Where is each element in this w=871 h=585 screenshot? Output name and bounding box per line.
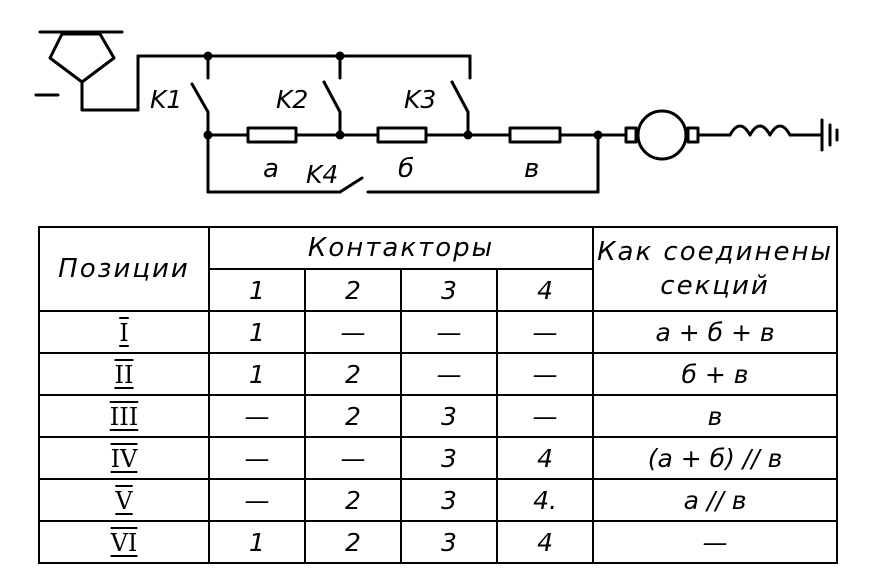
contactor-cell: — [495, 394, 595, 438]
contactor-cell: 2 [304, 352, 402, 396]
header-contactor-4: 4 [495, 268, 595, 312]
contactor-cell: 1 [208, 310, 306, 354]
position-cell: V [38, 478, 210, 522]
connection-cell: (а + б) // в [592, 436, 839, 480]
label-k4: K4 [306, 160, 338, 189]
contactor-cell: 4. [495, 478, 595, 522]
contactor-k3-switch [450, 80, 470, 137]
top-bus [136, 54, 472, 80]
contactor-cell: 1 [208, 352, 306, 396]
table-row: IV — — 3 4 (а + б) // в [38, 436, 839, 480]
field-coil-icon [728, 124, 792, 137]
pantograph-icon [34, 30, 140, 112]
contactor-cell: — [208, 394, 306, 438]
resistor-v [508, 126, 562, 144]
connection-cell: а // в [592, 478, 839, 522]
contactor-k1-switch [190, 82, 210, 137]
contactor-cell: 2 [304, 520, 402, 564]
contactor-cell: 4 [495, 436, 595, 480]
contactor-cell: 3 [400, 436, 498, 480]
contactor-cell: 2 [304, 394, 402, 438]
label-k1: K1 [150, 85, 182, 114]
table-row: VI 1 2 3 4 — [38, 520, 839, 564]
connection-cell: — [592, 520, 839, 564]
contactor-k2-switch [322, 80, 342, 137]
ground-icon [820, 118, 839, 152]
motor-icon [624, 109, 700, 161]
header-contactor-3: 3 [400, 268, 498, 312]
contactor-cell: 3 [400, 478, 498, 522]
table-row: II 1 2 — — б + в [38, 352, 839, 396]
contactor-cell: — [304, 310, 402, 354]
contactor-cell: — [400, 352, 498, 396]
header-contactors: Контакторы [207, 226, 595, 270]
label-section-b: б [398, 154, 414, 184]
contactor-cell: — [495, 352, 595, 396]
contactor-cell: — [304, 436, 402, 480]
header-positions: Позиции [38, 226, 210, 312]
contactor-k4-switch [338, 176, 364, 194]
contactor-cell: — [208, 478, 306, 522]
table-row: I 1 — — — а + б + в [38, 310, 839, 354]
label-k2: K2 [276, 85, 308, 114]
table-row: V — 2 3 4. а // в [38, 478, 839, 522]
circuit-schematic: K1 K2 K3 K4 а б в [34, 30, 839, 194]
resistor-chain [206, 126, 628, 144]
connection-cell: б + в [592, 352, 839, 396]
contactor-cell: 2 [304, 478, 402, 522]
position-cell: III [38, 394, 210, 438]
position-cell: IV [38, 436, 210, 480]
resistor-b [376, 126, 428, 144]
position-cell: VI [38, 520, 210, 564]
bypass-branch [206, 133, 600, 194]
contactor-cell: 4 [495, 520, 595, 564]
position-cell: II [38, 352, 210, 396]
label-k3: K3 [404, 85, 436, 114]
header-contactor-2: 2 [304, 268, 402, 312]
header-contactor-1: 1 [208, 268, 306, 312]
header-connection-line2: секций [660, 271, 770, 301]
contactor-cell: 3 [400, 520, 498, 564]
resistor-a [246, 126, 298, 144]
header-connection: Как соединены секций [592, 226, 839, 312]
position-cell: I [38, 310, 210, 354]
table-row: III — 2 3 — в [38, 394, 839, 438]
contactor-cell: — [208, 436, 306, 480]
connection-cell: а + б + в [592, 310, 839, 354]
label-section-a: а [263, 154, 279, 184]
contactor-cell: 3 [400, 394, 498, 438]
contactor-cell: — [495, 310, 595, 354]
contactor-cell: — [400, 310, 498, 354]
contactor-cell: 1 [208, 520, 306, 564]
contactor-table: Позиции Контакторы Как соединены секций … [38, 226, 839, 564]
header-connection-line1: Как соединены [597, 237, 834, 267]
connection-cell: в [592, 394, 839, 438]
label-section-v: в [524, 154, 539, 184]
